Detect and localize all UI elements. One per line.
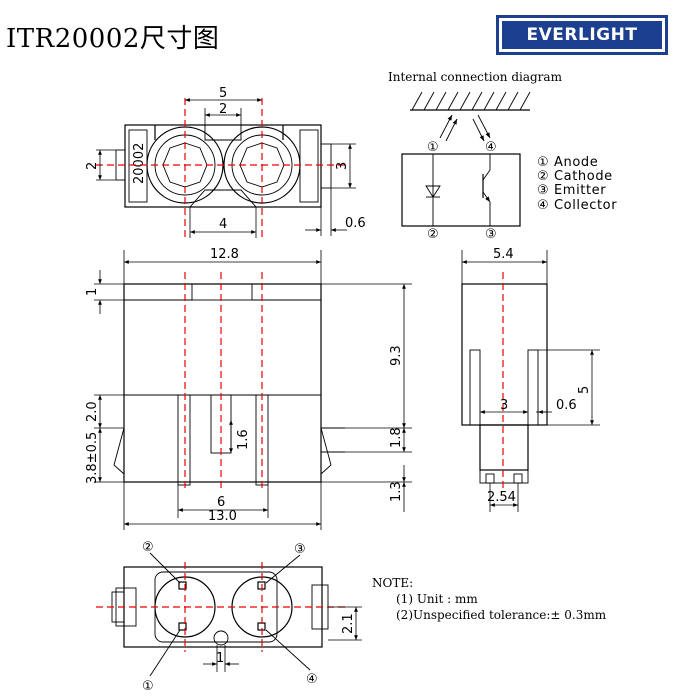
dim-9.3: 9.3 bbox=[389, 345, 404, 366]
legend-anode: ① Anode bbox=[537, 155, 598, 170]
pin-4-label: ④ bbox=[485, 140, 497, 155]
bottom-view: ② ③ ① ④ 1 2.1 bbox=[96, 540, 362, 694]
top-view: 20002 5 2 2 3 4 0.6 bbox=[85, 86, 366, 240]
legend-cathode: ② Cathode bbox=[537, 169, 613, 184]
front-view: 12.8 1 9.3 1.8 1.3 2.0 3.8±0.5 1.6 6 13.… bbox=[85, 247, 412, 530]
notes: NOTE: (1) Unit : mm (2)Unspecified toler… bbox=[372, 576, 607, 622]
pin-3-label: ③ bbox=[485, 227, 497, 242]
legend-collector: ④ Collector bbox=[537, 198, 617, 213]
dim-13.0: 13.0 bbox=[208, 509, 237, 524]
page-title: ITR20002尺寸图 bbox=[6, 24, 220, 54]
dim-1-bottom: 1 bbox=[216, 651, 224, 666]
dim-0.6-top: 0.6 bbox=[345, 216, 366, 231]
part-marking: 20002 bbox=[132, 143, 147, 184]
dim-1.3: 1.3 bbox=[389, 481, 404, 502]
dim-5.4: 5.4 bbox=[493, 247, 514, 262]
dim-5-side: 5 bbox=[577, 386, 592, 394]
dim-2.0: 2.0 bbox=[85, 401, 100, 422]
dim-2.54: 2.54 bbox=[487, 490, 516, 505]
notes-heading: NOTE: bbox=[372, 576, 413, 590]
dim-2.1: 2.1 bbox=[341, 613, 356, 634]
logo-text: EVERLIGHT bbox=[502, 21, 662, 49]
dim-0.6-side: 0.6 bbox=[556, 398, 577, 413]
dim-3.8: 3.8±0.5 bbox=[85, 432, 100, 484]
dim-1-top: 1 bbox=[85, 288, 100, 296]
legend-emitter: ③ Emitter bbox=[537, 183, 606, 198]
dim-1.8: 1.8 bbox=[389, 427, 404, 448]
dim-3-side: 3 bbox=[500, 398, 508, 413]
dim-2-left: 2 bbox=[85, 162, 100, 170]
dim-4: 4 bbox=[219, 217, 227, 232]
note-tolerance: (2)Unspecified tolerance:± 0.3mm bbox=[396, 608, 607, 622]
pin-1-bottom: ① bbox=[142, 679, 154, 694]
pin-2-bottom: ② bbox=[142, 540, 154, 555]
dim-3: 3 bbox=[335, 162, 350, 170]
dim-2-top: 2 bbox=[219, 102, 227, 117]
note-unit: (1) Unit : mm bbox=[396, 592, 478, 606]
connection-diagram: Internal connection diagram ① ④ ② bbox=[388, 70, 617, 242]
pin-2-label: ② bbox=[427, 227, 439, 242]
connection-title: Internal connection diagram bbox=[388, 70, 563, 84]
dim-6: 6 bbox=[217, 495, 225, 510]
pin-3-bottom: ③ bbox=[294, 542, 306, 557]
everlight-logo: EVERLIGHT bbox=[496, 15, 668, 55]
dim-1.6: 1.6 bbox=[236, 429, 251, 450]
pin-4-bottom: ④ bbox=[306, 672, 318, 687]
dim-5: 5 bbox=[219, 86, 227, 101]
pin-1-label: ① bbox=[427, 140, 439, 155]
side-view: 5.4 5 3 0.6 2.54 bbox=[461, 247, 600, 512]
dim-12.8: 12.8 bbox=[210, 247, 239, 262]
